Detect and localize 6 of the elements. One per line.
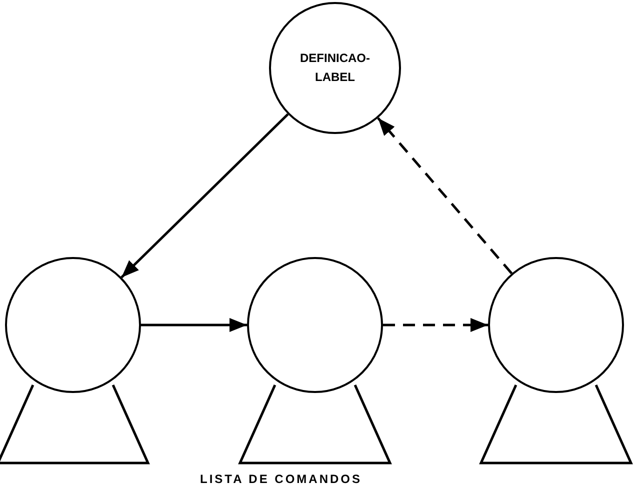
arrow — [377, 117, 513, 274]
caption-label: LISTA DE COMANDOS — [200, 471, 362, 488]
node-label: DEFINICAO- LABEL — [299, 50, 371, 86]
arrow — [141, 318, 247, 332]
arrow — [383, 318, 488, 332]
arrow — [120, 113, 289, 278]
